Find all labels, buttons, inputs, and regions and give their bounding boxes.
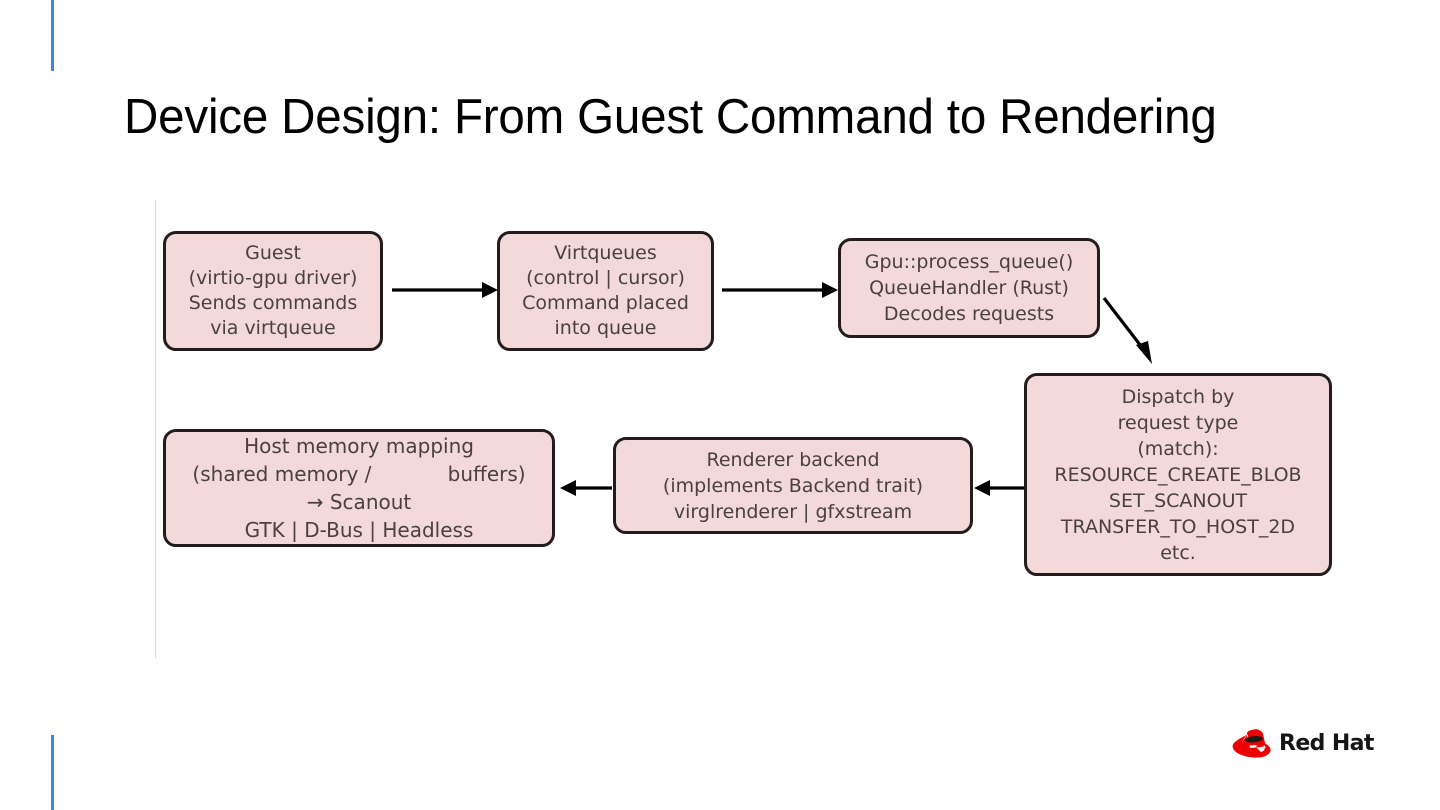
dispatch-node-line-1: Dispatch by: [1121, 385, 1235, 408]
guest-node-line-4: via virtqueue: [210, 317, 336, 339]
arrow-renderer-to-hostmem-icon: [560, 480, 612, 496]
accent-bar-bottom: [51, 735, 54, 810]
arrow-dispatch-to-renderer-icon: [974, 480, 1024, 496]
arrow-guest-to-virtqueues-icon: [392, 282, 498, 298]
host-memory-mapping-node[interactable]: Host memory mapping (shared memory / buf…: [163, 429, 555, 547]
virtqueues-node-line-2: (control | cursor): [526, 267, 685, 289]
slide-title: Device Design: From Guest Command to Ren…: [124, 90, 1217, 144]
dispatch-node[interactable]: Dispatch by request type (match): RESOUR…: [1024, 373, 1332, 576]
host-memory-mapping-node-line-2: (shared memory / buffers): [192, 462, 526, 486]
guest-node-line-1: Guest: [245, 242, 301, 264]
arrow-virtqueues-to-process-icon: [722, 282, 838, 298]
virtqueues-node-line-3: Command placed: [522, 292, 689, 314]
process-queue-node[interactable]: Gpu::process_queue() QueueHandler (Rust)…: [838, 238, 1100, 338]
dispatch-node-line-2: request type: [1117, 411, 1239, 434]
host-memory-mapping-node-line-3: → Scanout: [306, 490, 412, 514]
guest-node-line-3: Sends commands: [188, 292, 358, 314]
accent-bar-top: [51, 0, 54, 71]
red-hat-wordmark: Red Hat: [1279, 730, 1374, 756]
renderer-backend-node-line-1: Renderer backend: [706, 448, 880, 471]
diagram-guide-line: [155, 200, 156, 658]
virtqueues-node[interactable]: Virtqueues (control | cursor) Command pl…: [497, 231, 714, 351]
host-memory-mapping-node-line-1: Host memory mapping: [244, 434, 474, 458]
red-hat-fedora-icon: [1232, 729, 1271, 758]
dispatch-node-line-6: TRANSFER_TO_HOST_2D: [1060, 515, 1296, 538]
dispatch-node-line-3: (match):: [1137, 437, 1219, 460]
renderer-backend-node-line-2: (implements Backend trait): [662, 474, 924, 497]
guest-node[interactable]: Guest (virtio-gpu driver) Sends commands…: [163, 231, 383, 351]
process-queue-node-line-2: QueueHandler (Rust): [869, 277, 1069, 299]
process-queue-node-line-1: Gpu::process_queue(): [864, 251, 1074, 273]
dispatch-node-line-5: SET_SCANOUT: [1108, 489, 1248, 512]
virtqueues-node-line-4: into queue: [554, 317, 657, 339]
dispatch-node-line-7: etc.: [1160, 541, 1196, 564]
process-queue-node-line-3: Decodes requests: [883, 303, 1055, 325]
arrow-process-to-dispatch-icon: [1102, 297, 1152, 364]
renderer-backend-node-line-3: virglrenderer | gfxstream: [673, 500, 913, 523]
red-hat-logo: Red Hat: [1230, 722, 1374, 764]
dispatch-node-line-4: RESOURCE_CREATE_BLOB: [1054, 463, 1302, 486]
host-memory-mapping-node-line-4: GTK | D-Bus | Headless: [244, 518, 474, 542]
renderer-backend-node[interactable]: Renderer backend (implements Backend tra…: [613, 437, 973, 534]
virtqueues-node-line-1: Virtqueues: [554, 242, 657, 264]
guest-node-line-2: (virtio-gpu driver): [188, 267, 358, 289]
